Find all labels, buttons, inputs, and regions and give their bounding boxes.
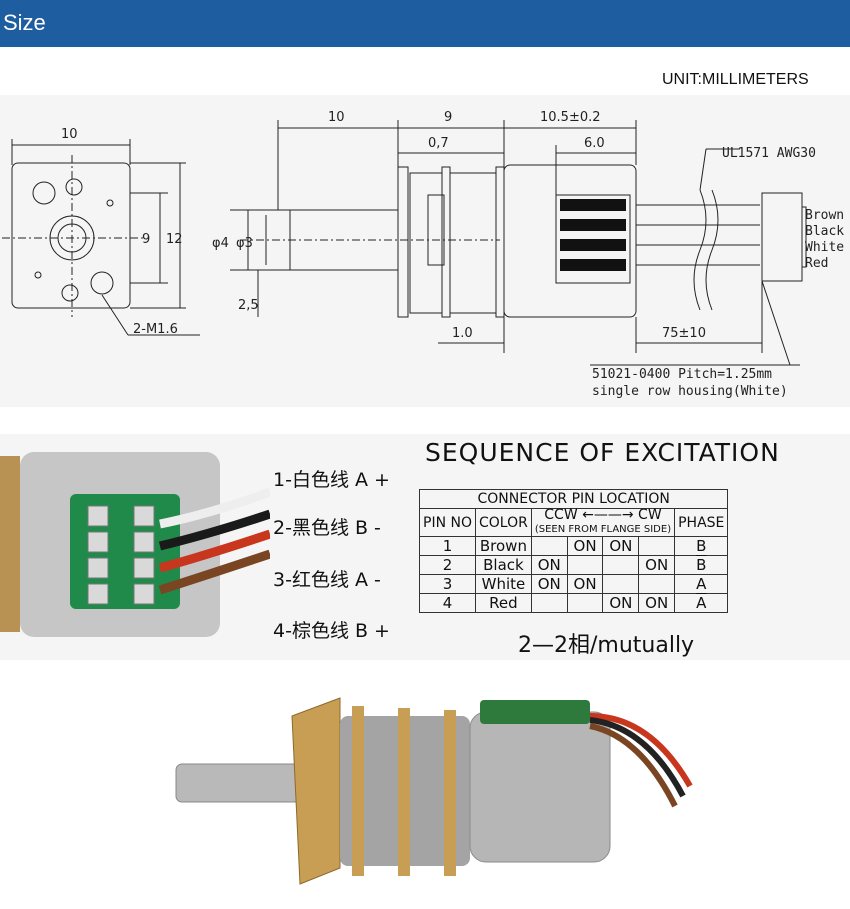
- step-cell: [566, 593, 604, 613]
- cw-label: CW: [638, 507, 662, 523]
- front-width-label: 10: [61, 127, 78, 142]
- motor-inner-label: 6.0: [584, 136, 605, 151]
- front-inner-height-label: 9: [142, 232, 150, 247]
- col-pin-header: PIN NO: [419, 508, 476, 537]
- pin-cell: 3: [419, 574, 476, 594]
- lead-length-label: 75±10: [662, 326, 706, 341]
- section-title: Size: [3, 10, 46, 35]
- shaft-offset-label: 2,5: [238, 298, 259, 313]
- screw-head-bottom: [90, 271, 114, 295]
- step-cell: ON: [530, 555, 568, 575]
- gearbox-length-label: 9: [444, 110, 452, 125]
- section-header: Size: [0, 0, 850, 47]
- color-cell: Brown: [475, 536, 532, 556]
- ccw-label: CCW: [544, 507, 578, 523]
- color-cell: Red: [475, 593, 532, 613]
- product-photo-panel: [0, 676, 850, 904]
- step-cell: [638, 574, 676, 594]
- connector-housing-label: single row housing(White): [592, 384, 788, 399]
- table-row: 3 White ON ON A: [419, 574, 729, 594]
- phase-cell: B: [674, 555, 729, 575]
- step-cell: ON: [638, 555, 676, 575]
- step-cell: ON: [638, 593, 676, 613]
- pin-label-3: 3-红色线 A -: [273, 569, 381, 591]
- wire-label-brown: Brown: [805, 208, 844, 223]
- motor-photo: [175, 697, 693, 885]
- connector-spec-label: 51021-0400 Pitch=1.25mm: [592, 367, 772, 382]
- excitation-table: CONNECTOR PIN LOCATION PIN NO COLOR CCW …: [418, 489, 729, 613]
- pin-label-4: 4-棕色线 B +: [273, 620, 390, 642]
- color-cell: Black: [475, 555, 532, 575]
- rear-gap-label: 1.0: [452, 326, 473, 341]
- step-cell: ON: [602, 593, 640, 613]
- table-row: 2 Black ON ON B: [419, 555, 729, 575]
- screw-note-label: 2-M1.6: [133, 322, 178, 337]
- shaft-dia-outer-label: φ4: [212, 236, 229, 251]
- front-outer-height-label: 12: [166, 232, 183, 247]
- step-cell: ON: [602, 536, 640, 556]
- col-phase-header: PHASE: [674, 508, 729, 537]
- dimension-drawing-panel: 10 9 12 2-M1.6 10 9 0,7 10.5±0.2 6.0 UL1…: [0, 95, 850, 407]
- shaft-dia-inner-label: φ3: [236, 236, 253, 251]
- shaft-length-label: 10: [328, 110, 345, 125]
- phase-cell: A: [674, 574, 729, 594]
- motor-length-label: 10.5±0.2: [540, 110, 601, 125]
- phase-cell: B: [674, 536, 729, 556]
- phase-cell: A: [674, 593, 729, 613]
- seen-from-label: (SEEN FROM FLANGE SIDE): [534, 524, 672, 535]
- col-color-header: COLOR: [475, 508, 532, 537]
- table-row: 1 Brown ON ON B: [419, 536, 729, 556]
- step-cell: [530, 593, 568, 613]
- pin-label-1: 1-白色线 A +: [273, 469, 390, 491]
- wire-label-black: Black: [805, 224, 844, 239]
- sequence-title: SEQUENCE OF EXCITATION: [425, 438, 780, 467]
- step-cell: ON: [566, 574, 604, 594]
- wire-label-white: White: [805, 240, 844, 255]
- step-cell: [602, 574, 640, 594]
- phase-footnote: 2—2相/mutually: [518, 633, 695, 658]
- cable-spec-label: UL1571 AWG30: [722, 146, 816, 161]
- table-header: CONNECTOR PIN LOCATION: [418, 489, 729, 509]
- table-row: 4 Red ON ON A: [419, 593, 729, 613]
- step-cell: [530, 536, 568, 556]
- wire-label-red: Red: [805, 256, 828, 271]
- flange-thickness-label: 0,7: [428, 136, 449, 151]
- step-cell: [566, 555, 604, 575]
- dimension-drawing: 10 9 12 2-M1.6 10 9 0,7 10.5±0.2 6.0 UL1…: [2, 110, 844, 399]
- step-cell: [638, 536, 676, 556]
- col-direction-header: CCW ←——→ CW (SEEN FROM FLANGE SIDE): [530, 507, 676, 537]
- pin-cell: 1: [419, 536, 476, 556]
- connector-photo: [0, 452, 270, 637]
- step-cell: ON: [566, 536, 604, 556]
- pin-cell: 2: [419, 555, 476, 575]
- step-cell: ON: [530, 574, 568, 594]
- direction-arrow-icon: ←——→: [582, 507, 634, 523]
- unit-label: UNIT:MILLIMETERS: [662, 71, 809, 88]
- pin-label-2: 2-黑色线 B -: [273, 517, 381, 539]
- front-view-outline: [11, 162, 131, 309]
- color-cell: White: [475, 574, 532, 594]
- pin-cell: 4: [419, 593, 476, 613]
- step-cell: [602, 555, 640, 575]
- screw-head-top: [32, 181, 56, 205]
